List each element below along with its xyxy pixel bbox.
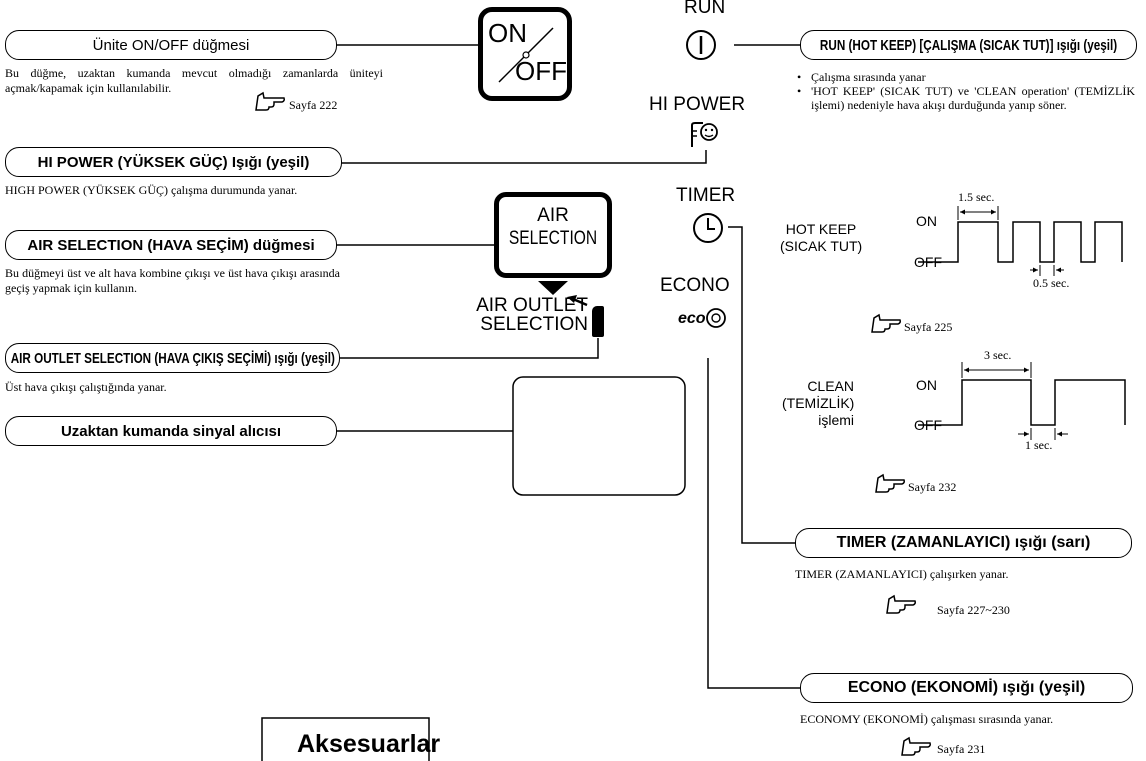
on-off-button-on-text: ON bbox=[488, 18, 527, 48]
on-off-button-off-text: OFF bbox=[515, 56, 567, 86]
pointing-hand-icon bbox=[886, 594, 916, 614]
econo-description: ECONOMY (EKONOMİ) çalışması sırasında ya… bbox=[800, 712, 1133, 727]
air-outlet-description-text: Üst hava çıkışı çalıştığında yanar. bbox=[5, 380, 167, 394]
receiver-label: Uzaktan kumanda sinyal alıcısı bbox=[5, 416, 337, 446]
run-bullet-2: 'HOT KEEP' (SICAK TUT) ve 'CLEAN operati… bbox=[795, 84, 1135, 112]
hot-keep-on-label: ON bbox=[916, 213, 937, 229]
run-label: RUN (HOT KEEP) [ÇALIŞMA (SICAK TUT)] ışı… bbox=[800, 30, 1137, 60]
on-off-slash-icon bbox=[498, 27, 554, 83]
air-outlet-label-text: AIR OUTLET SELECTION (HAVA ÇIKIŞ SEÇİMİ)… bbox=[10, 349, 335, 367]
accessories-box bbox=[261, 717, 430, 761]
pointing-hand-icon bbox=[901, 736, 931, 756]
econo-description-text: ECONOMY (EKONOMİ) çalışması sırasında ya… bbox=[800, 712, 1054, 726]
clean-on-time: 3 sec. bbox=[984, 348, 1012, 362]
air-selection-button-line1: AIR bbox=[537, 205, 569, 226]
power-icon bbox=[686, 30, 716, 60]
air-selection-button-line2-wrap: SELECTION bbox=[509, 227, 598, 251]
hi-power-panel-label: HI POWER bbox=[649, 94, 746, 115]
air-outlet-label: AIR OUTLET SELECTION (HAVA ÇIKIŞ SEÇİMİ)… bbox=[5, 343, 340, 373]
clock-icon bbox=[693, 213, 723, 243]
accessories-title: Aksesuarlar bbox=[297, 730, 441, 758]
clean-name-line1: CLEAN bbox=[807, 378, 854, 394]
run-panel-label: RUN bbox=[684, 0, 726, 18]
air-outlet-panel-line1: AIR OUTLET bbox=[476, 295, 588, 316]
hi-power-icon bbox=[691, 122, 718, 147]
run-bullet-1: Çalışma sırasında yanar bbox=[795, 70, 1135, 84]
on-off-button[interactable]: ON OFF bbox=[478, 7, 572, 101]
pointing-hand-icon bbox=[255, 91, 285, 111]
run-label-text: RUN (HOT KEEP) [ÇALIŞMA (SICAK TUT)] ışı… bbox=[819, 36, 1118, 54]
clean-name-line2: (TEMİZLİK) bbox=[782, 395, 855, 411]
on-off-page-ref: Sayfa 222 bbox=[289, 98, 338, 112]
air-selection-description-text: Bu düğmeyi üst ve alt hava kombine çıkış… bbox=[5, 266, 340, 295]
on-off-description: Bu düğme, uzaktan kumanda mevcut olmadığ… bbox=[5, 66, 383, 96]
hi-power-description-text: HIGH POWER (YÜKSEK GÜÇ) çalışma durumund… bbox=[5, 183, 298, 197]
clean-chart-name: CLEAN (TEMİZLİK) işlemi bbox=[782, 378, 854, 429]
svg-text:eco: eco bbox=[678, 310, 706, 327]
air-selection-button-line2: SELECTION bbox=[508, 228, 598, 249]
air-selection-description: Bu düğmeyi üst ve alt hava kombine çıkış… bbox=[5, 266, 340, 296]
down-triangle-icon bbox=[538, 281, 568, 295]
hot-keep-name-line1: HOT KEEP bbox=[785, 221, 857, 237]
econo-page-ref: Sayfa 231 bbox=[937, 742, 986, 756]
hot-keep-on-time: 1.5 sec. bbox=[958, 190, 995, 204]
econo-label-text: ECONO (EKONOMİ) ışığı (yeşil) bbox=[847, 679, 1086, 696]
arrow-icon bbox=[567, 295, 588, 307]
hot-keep-off-time: 0.5 sec. bbox=[1033, 276, 1070, 290]
receiver-label-text: Uzaktan kumanda sinyal alıcısı bbox=[60, 422, 282, 440]
air-selection-label-text: AIR SELECTION (HAVA SEÇİM) düğmesi bbox=[27, 236, 315, 254]
hi-power-label-text: HI POWER (YÜKSEK GÜÇ) Işığı (yeşil) bbox=[37, 153, 310, 171]
on-off-label: Ünite ON/OFF düğmesi bbox=[5, 30, 337, 60]
run-bullet-list: Çalışma sırasında yanar 'HOT KEEP' (SICA… bbox=[795, 70, 1135, 112]
eco-icon: eco bbox=[678, 308, 726, 328]
air-outlet-panel-label: AIR OUTLET SELECTION bbox=[418, 296, 588, 334]
hot-keep-page-ref: Sayfa 225 bbox=[904, 320, 953, 334]
hot-keep-name-line2: (SICAK TUT) bbox=[780, 238, 863, 254]
timer-page-ref: Sayfa 227~230 bbox=[937, 603, 1010, 617]
clean-off-label: OFF bbox=[914, 417, 942, 433]
air-outlet-panel-line2: SELECTION bbox=[480, 314, 588, 335]
clean-name-line3: işlemi bbox=[818, 412, 854, 428]
hot-keep-off-label: OFF bbox=[914, 254, 942, 270]
pointing-hand-icon bbox=[871, 313, 901, 333]
clean-on-label: ON bbox=[916, 377, 937, 393]
hot-keep-chart-name: HOT KEEP (SICAK TUT) bbox=[780, 221, 862, 255]
econo-label: ECONO (EKONOMİ) ışığı (yeşil) bbox=[800, 673, 1133, 703]
clean-page-ref: Sayfa 232 bbox=[908, 480, 957, 494]
timer-label: TIMER (ZAMANLAYICI) ışığı (sarı) bbox=[795, 528, 1132, 558]
air-selection-button[interactable]: AIR SELECTION bbox=[494, 192, 612, 278]
air-outlet-indicator bbox=[592, 306, 604, 337]
on-off-label-text: Ünite ON/OFF düğmesi bbox=[92, 36, 250, 54]
air-outlet-description: Üst hava çıkışı çalıştığında yanar. bbox=[5, 380, 345, 395]
pointing-hand-icon bbox=[875, 473, 905, 493]
timer-panel-label: TIMER bbox=[676, 185, 736, 206]
on-off-description-text: Bu düğme, uzaktan kumanda mevcut olmadığ… bbox=[5, 66, 383, 95]
hi-power-label: HI POWER (YÜKSEK GÜÇ) Işığı (yeşil) bbox=[5, 147, 342, 177]
hi-power-description: HIGH POWER (YÜKSEK GÜÇ) çalışma durumund… bbox=[5, 183, 339, 198]
timer-label-text: TIMER (ZAMANLAYICI) ışığı (sarı) bbox=[836, 534, 1091, 551]
air-selection-label: AIR SELECTION (HAVA SEÇİM) düğmesi bbox=[5, 230, 337, 260]
clean-off-time: 1 sec. bbox=[1025, 438, 1053, 452]
signal-receiver-window bbox=[512, 376, 686, 496]
econo-panel-label: ECONO bbox=[660, 275, 730, 296]
timer-description-text: TIMER (ZAMANLAYICI) çalışırken yanar. bbox=[795, 567, 1009, 581]
timer-description: TIMER (ZAMANLAYICI) çalışırken yanar. bbox=[795, 567, 1135, 582]
